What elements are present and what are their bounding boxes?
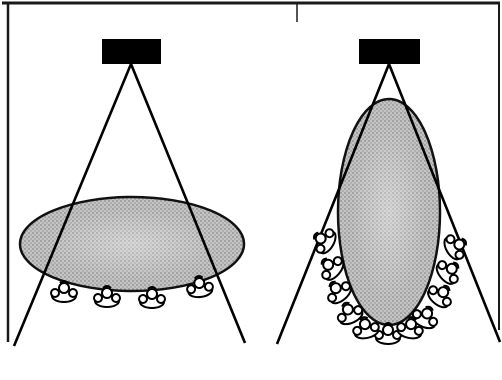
right-panel [277, 39, 500, 344]
projector-icon [359, 39, 420, 64]
projector-icon [102, 39, 161, 64]
left-panel [14, 39, 245, 346]
